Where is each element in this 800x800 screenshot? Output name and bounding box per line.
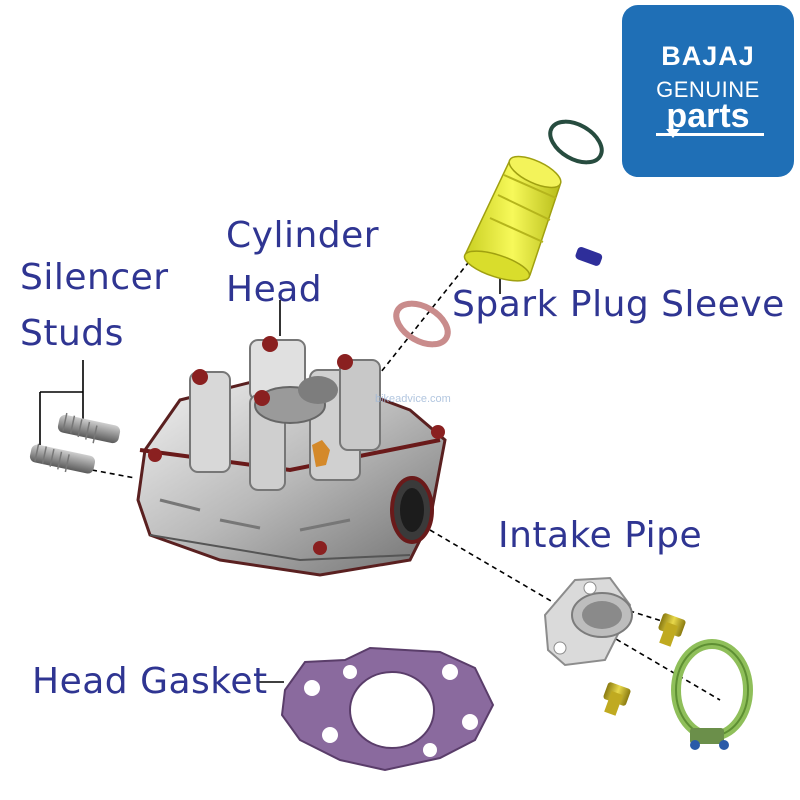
- logo-parts-text: parts: [666, 97, 750, 135]
- o-ring-top: [548, 119, 604, 165]
- bajaj-genuine-parts-logo: BAJAJ GENUINE parts: [622, 5, 794, 177]
- logo-underline: [656, 133, 764, 136]
- head-gasket-label: Head Gasket: [32, 661, 268, 702]
- spark-plug-sleeve-part: [463, 155, 562, 282]
- spark-plug-sleeve-label: Spark Plug Sleeve: [452, 284, 785, 325]
- silencer-studs-label-line1: Silencer: [20, 257, 169, 298]
- logo-genuine-text: GENUINE: [656, 77, 760, 102]
- silencer-stud-upper: [57, 412, 121, 444]
- small-pin-part: [575, 247, 603, 266]
- cylinder-head-part: [136, 336, 447, 577]
- logo-brand-text: BAJAJ: [661, 41, 755, 71]
- intake-pipe-part: [543, 576, 633, 667]
- sleeve-dash-line: [364, 247, 481, 393]
- intake-dash-line: [429, 529, 721, 701]
- intake-pipe-label: Intake Pipe: [498, 515, 703, 556]
- stud-dash-line: [91, 469, 136, 479]
- watermark-text: bikeadvice.com: [375, 393, 451, 405]
- hose-clamp-part: [671, 639, 753, 750]
- o-ring-pink: [393, 300, 451, 348]
- head-gasket-part: [280, 646, 495, 772]
- silencer-studs-label-line2: Studs: [20, 313, 124, 354]
- intake-bolt-lower: [603, 682, 631, 716]
- silencer-stud-lower: [29, 443, 96, 474]
- silencer-studs-leader: [39, 360, 84, 445]
- cylinder-head-label-line1: Cylinder: [226, 215, 380, 256]
- intake-bolt-upper: [658, 613, 686, 647]
- cylinder-head-label-line2: Head: [226, 269, 323, 310]
- logo-arrow-icon: [666, 129, 680, 138]
